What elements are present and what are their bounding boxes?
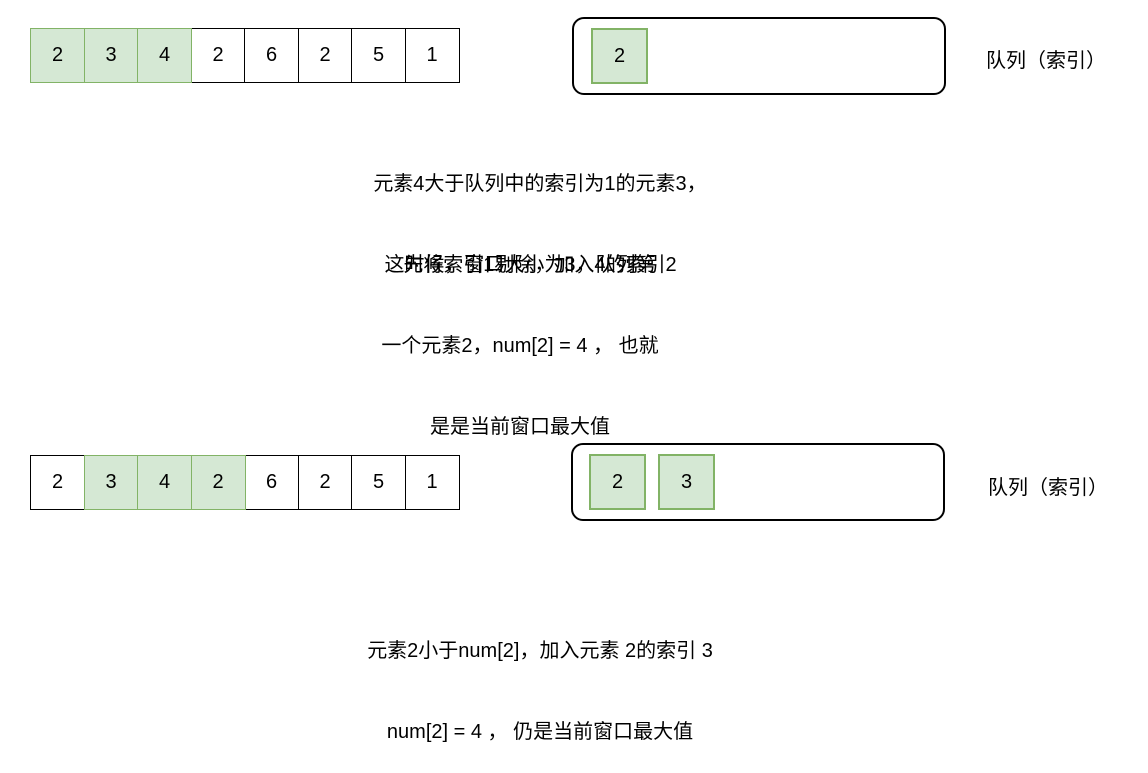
array-step2: 2 3 4 2 6 2 5 1 [30, 455, 460, 510]
array-cell: 3 [83, 28, 139, 83]
queue-step2: 2 3 [571, 443, 945, 521]
array-cell: 2 [190, 28, 246, 83]
note-line: 这时候，窗口大小为3，队列第 [384, 254, 656, 276]
note-line: 先将索引1剔除，加入4的索引2 [403, 254, 677, 276]
array-cell: 5 [351, 455, 406, 510]
array-cell: 1 [404, 455, 460, 510]
array-cell: 2 [297, 28, 353, 83]
note-line: 一个元素2，num[2] = 4 ， 也就 [381, 335, 659, 357]
queue-item: 2 [589, 454, 646, 510]
array-cell: 6 [244, 455, 299, 510]
queue-step1: 2 [572, 17, 946, 95]
queue-label-step1: 队列（索引） [986, 50, 1106, 72]
note-line: 元素4大于队列中的索引为1的元素3， [373, 173, 707, 195]
array-cell: 4 [137, 455, 192, 510]
note-line: 元素2小于num[2]，加入元素 2的索引 3 [367, 640, 713, 662]
array-cell: 2 [190, 455, 246, 510]
array-cell: 6 [244, 28, 299, 83]
array-cell: 1 [404, 28, 460, 83]
array-cell: 2 [30, 455, 85, 510]
array-cell: 3 [83, 455, 139, 510]
array-cell: 2 [297, 455, 353, 510]
explanation-step1-a: 元素4大于队列中的索引为1的元素3， 先将索引1剔除，加入4的索引2 [300, 117, 780, 306]
note-line: 是是当前窗口最大值 [430, 416, 610, 438]
array-cell: 2 [30, 28, 85, 83]
note-line: num[2] = 4 ， 仍是当前窗口最大值 [386, 721, 694, 743]
explanation-step2: 元素2小于num[2]，加入元素 2的索引 3 num[2] = 4 ， 仍是当… [290, 584, 790, 773]
array-step1: 2 3 4 2 6 2 5 1 [30, 28, 460, 83]
explanation-step1-b: 这时候，窗口大小为3，队列第 一个元素2，num[2] = 4 ， 也就 是是当… [300, 198, 740, 468]
queue-item: 2 [591, 28, 648, 84]
queue-item: 3 [658, 454, 715, 510]
queue-label-step2: 队列（索引） [988, 477, 1108, 499]
array-cell: 5 [351, 28, 406, 83]
array-cell: 4 [137, 28, 192, 83]
